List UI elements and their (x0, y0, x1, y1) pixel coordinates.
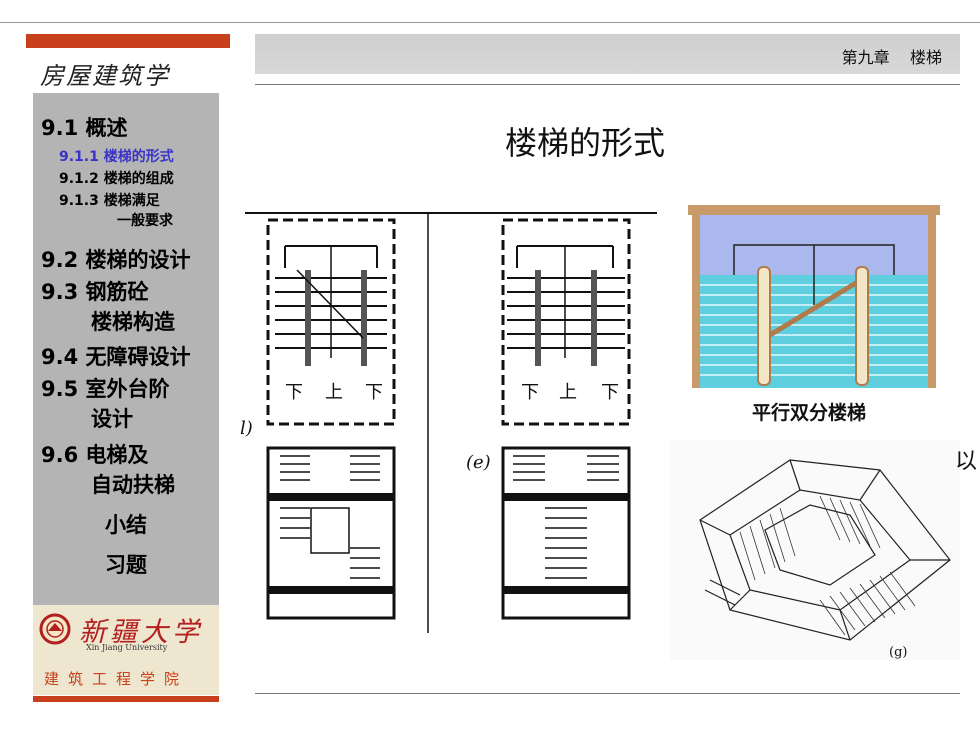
nav-item-9-1-2[interactable]: 9.1.2 楼梯的组成 (59, 171, 174, 187)
university-seal-icon (39, 613, 71, 645)
stair-plan-diagram: 下 上 下 下 上 下 (245, 208, 657, 633)
plan-l-label-down-2: 下 (365, 382, 383, 403)
plan-l-label-up: 上 (325, 382, 343, 403)
header-bar: 第九章 楼梯 (255, 34, 960, 74)
accent-bar-top (26, 34, 230, 48)
university-logo-area: 新疆大学 (33, 605, 219, 695)
figure-caption-g: (g) (889, 645, 908, 660)
university-name-cn: 新疆大学 (79, 617, 203, 648)
nav-item-exercises[interactable]: 习题 (105, 553, 147, 577)
university-name-en: Xin Jiang University (86, 643, 168, 652)
nav-item-9-6-cont[interactable]: 自动扶梯 (91, 473, 175, 497)
nav-item-9-3[interactable]: 9.3 钢筋砼 (41, 280, 149, 304)
slide-title: 楼梯的形式 (504, 124, 665, 162)
plan-e-label-down-1: 下 (521, 382, 539, 403)
figure-caption-e: (e) (466, 452, 491, 473)
nav-item-9-5[interactable]: 9.5 室外台阶 (41, 377, 170, 401)
nav-item-9-1-3[interactable]: 9.1.3 楼梯满足 (59, 193, 160, 209)
college-name: 建筑工程学院 (44, 670, 189, 688)
nav-item-9-5-cont[interactable]: 设计 (91, 407, 133, 431)
top-rule (0, 22, 980, 23)
accent-bar-bottom (33, 696, 219, 702)
nav-item-9-1-1[interactable]: 9.1.1 楼梯的形式 (59, 149, 174, 165)
isometric-stair-drawing (670, 440, 960, 660)
nav-item-9-1[interactable]: 9.1 概述 (41, 116, 128, 140)
plan-l-label-down-1: 下 (285, 382, 303, 403)
plan-e-label-up: 上 (559, 382, 577, 403)
bottom-rule (255, 693, 960, 694)
cropped-edge-text: 以 (955, 449, 978, 474)
course-title: 房屋建筑学 (40, 62, 170, 90)
chapter-title: 第九章 楼梯 (841, 48, 942, 67)
figure-caption-l: l) (240, 418, 253, 439)
nav-item-9-4[interactable]: 9.4 无障碍设计 (41, 345, 191, 369)
nav-item-9-1-3-cont[interactable]: 一般要求 (117, 213, 173, 229)
figure-caption-parallel-split: 平行双分楼梯 (752, 402, 867, 424)
plan-e-label-down-2: 下 (601, 382, 619, 403)
parallel-split-stair-plan (688, 205, 940, 388)
nav-item-9-3-cont[interactable]: 楼梯构造 (91, 310, 175, 334)
nav-item-9-6[interactable]: 9.6 电梯及 (41, 443, 149, 467)
nav-item-summary[interactable]: 小结 (105, 513, 147, 537)
header-rule (255, 84, 960, 85)
nav-item-9-2[interactable]: 9.2 楼梯的设计 (41, 248, 191, 272)
sidebar-nav: 9.1 概述 9.1.1 楼梯的形式 9.1.2 楼梯的组成 9.1.3 楼梯满… (33, 93, 219, 605)
